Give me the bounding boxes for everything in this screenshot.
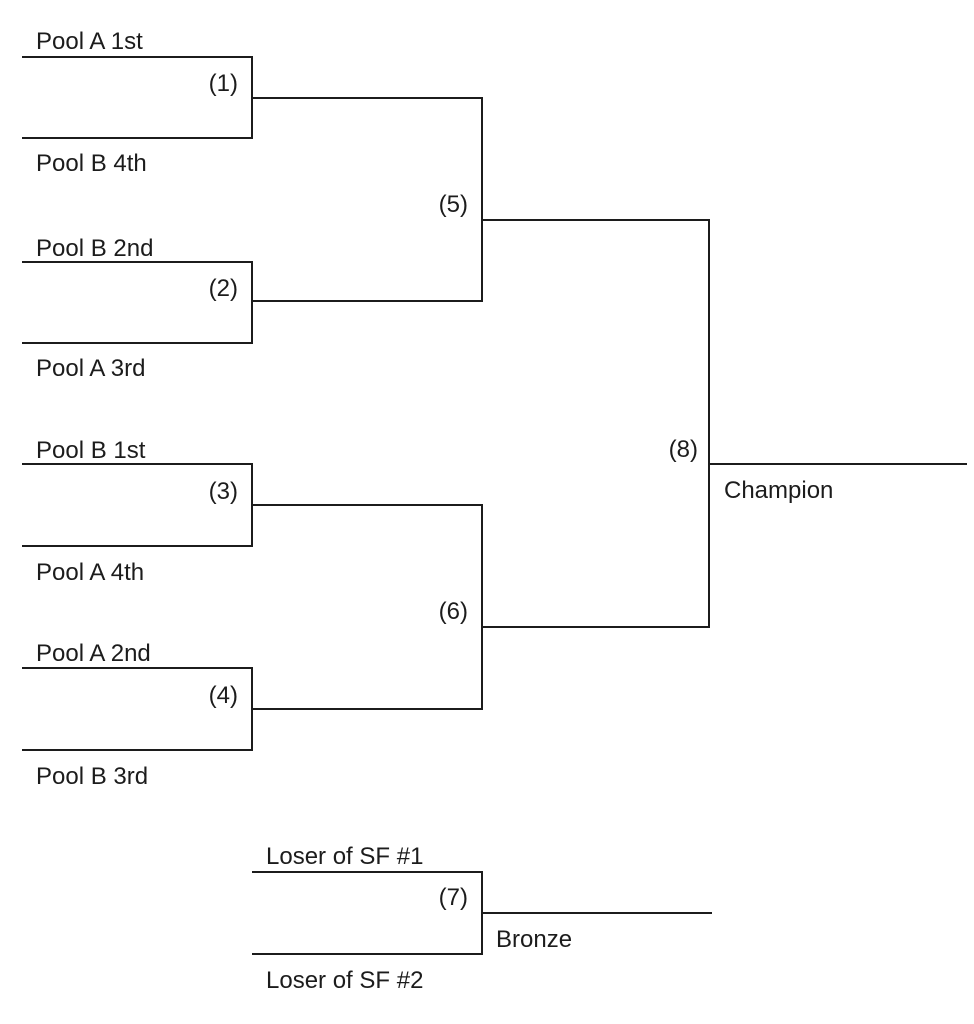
bronze-bottom-team-line (252, 953, 482, 955)
sf2-match-number: (6) (438, 598, 468, 625)
qf3-top-team-label: Pool B 1st (36, 437, 146, 464)
bronze-match-number: (7) (438, 884, 468, 911)
qf1-winner-line (252, 97, 482, 99)
qf2-top-team-line (22, 261, 252, 263)
final-match-number: (8) (668, 436, 698, 463)
sf1-winner-line (482, 219, 709, 221)
qf1-bottom-team-line (22, 137, 252, 139)
qf1-top-team-line (22, 56, 252, 58)
qf3-winner-line (252, 504, 482, 506)
qf2-winner-line (252, 300, 482, 302)
qf4-bottom-team-line (22, 749, 252, 751)
qf1-bottom-team-label: Pool B 4th (36, 150, 147, 177)
bronze-bottom-team-label: Loser of SF #2 (266, 967, 424, 994)
qf4-top-team-line (22, 667, 252, 669)
qf1-match-number: (1) (208, 70, 238, 97)
sf1-connector-line (481, 97, 483, 302)
qf4-match-number: (4) (208, 682, 238, 709)
qf3-match-number: (3) (208, 478, 238, 505)
qf2-match-number: (2) (208, 275, 238, 302)
qf4-winner-line (252, 708, 482, 710)
champion-label: Champion (724, 477, 834, 504)
qf3-top-team-line (22, 463, 252, 465)
bronze-top-team-label: Loser of SF #1 (266, 843, 424, 870)
qf3-bottom-team-line (22, 545, 252, 547)
sf1-match-number: (5) (438, 191, 468, 218)
qf2-bottom-team-label: Pool A 3rd (36, 355, 146, 382)
qf1-top-team-label: Pool A 1st (36, 28, 143, 55)
bronze-label: Bronze (496, 926, 573, 953)
bronze-top-team-line (252, 871, 482, 873)
champion-line (709, 463, 967, 465)
qf4-top-team-label: Pool A 2nd (36, 640, 151, 667)
bronze-winner-line (482, 912, 712, 914)
qf2-top-team-label: Pool B 2nd (36, 235, 154, 262)
qf3-bottom-team-label: Pool A 4th (36, 559, 145, 586)
final-connector-line (708, 219, 710, 628)
qf2-connector-line (251, 261, 253, 344)
qf4-bottom-team-label: Pool B 3rd (36, 763, 149, 790)
qf2-bottom-team-line (22, 342, 252, 344)
sf2-connector-line (481, 504, 483, 710)
sf2-winner-line (482, 626, 709, 628)
